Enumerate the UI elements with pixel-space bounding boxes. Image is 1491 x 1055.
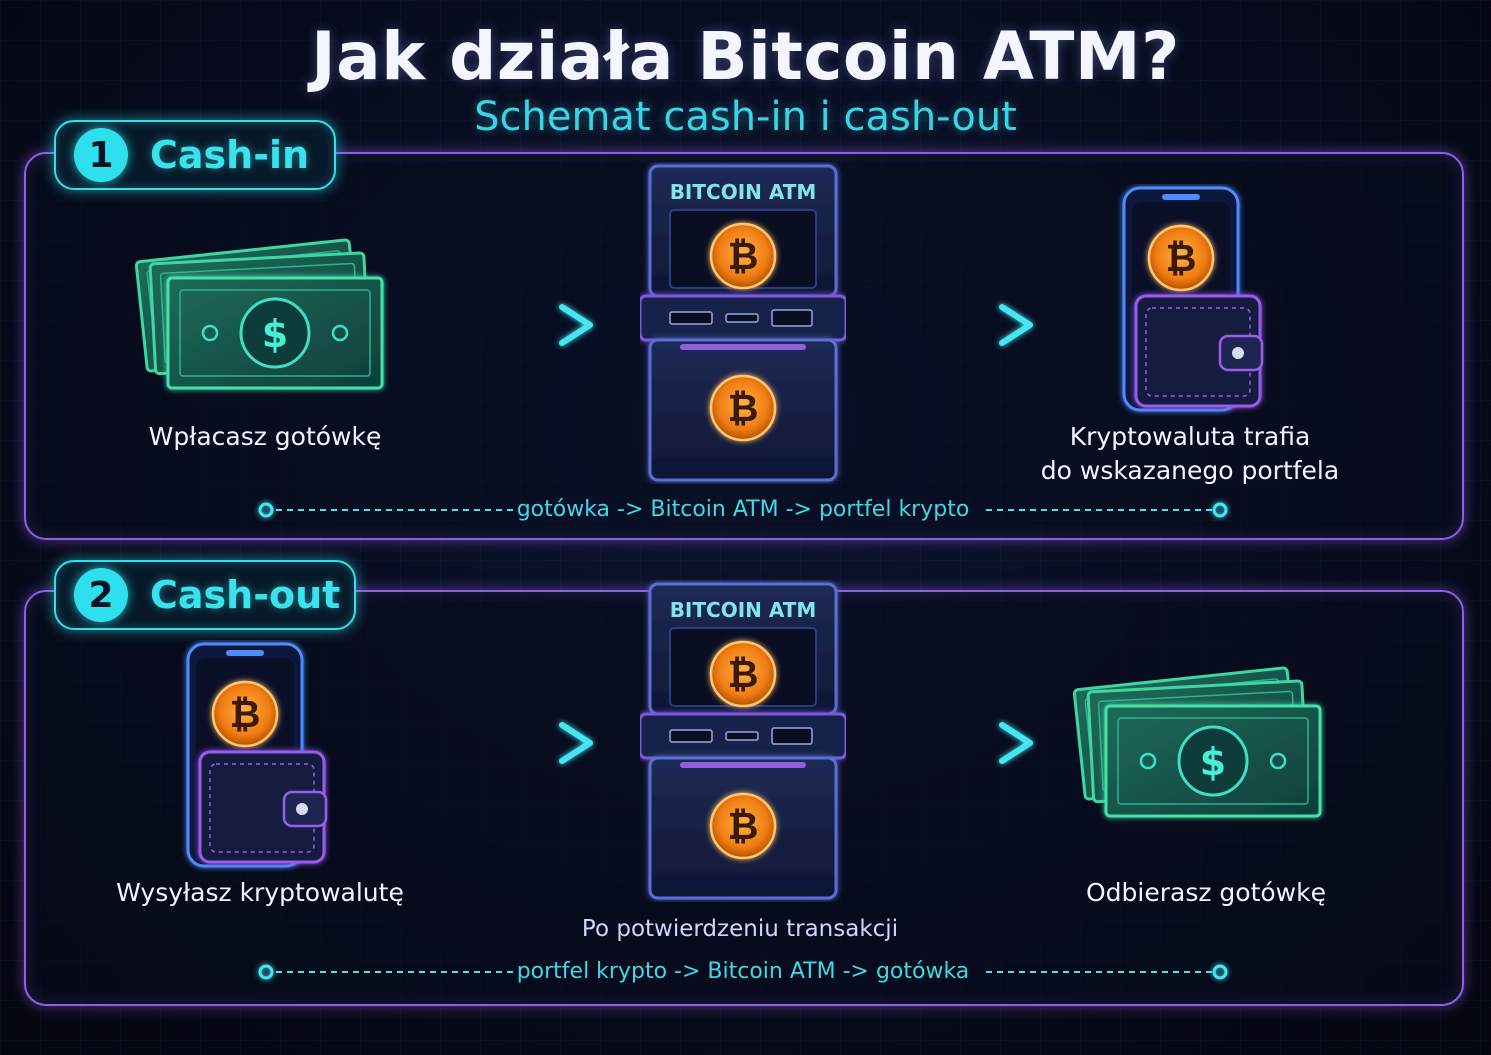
flow-label: gotówka -> Bitcoin ATM -> portfel krypto <box>516 497 970 522</box>
arrow-right-icon <box>880 300 1040 350</box>
page-subtitle: Schemat cash-in i cash-out <box>474 94 1017 140</box>
step-number-badge: 1 <box>74 128 128 182</box>
cash-stack-icon <box>1072 666 1336 830</box>
caption-line: do wskazanego portfela <box>1040 456 1340 485</box>
bitcoin-atm-icon: BITCOIN ATM <box>640 164 846 482</box>
flow-line <box>258 964 1228 980</box>
atm-label: BITCOIN ATM <box>670 180 817 204</box>
atm-label: BITCOIN ATM <box>670 598 817 622</box>
cash-in-step1-caption: Wpłacasz gotówkę <box>148 422 382 451</box>
cash-out-label: Cash-out <box>150 573 341 617</box>
arrow-right-icon <box>440 300 600 350</box>
page-title: Jak działa Bitcoin ATM? <box>311 18 1180 95</box>
cash-out-flow-text: portfel krypto -> Bitcoin ATM -> gotówka <box>260 957 1226 987</box>
cash-in-label: Cash-in <box>150 133 310 177</box>
phone-wallet-icon <box>1122 186 1264 412</box>
cash-out-step2-caption: Po potwierdzeniu transakcji <box>581 916 899 942</box>
flow-line <box>258 502 1228 518</box>
cash-in-badge: 1 Cash-in <box>54 120 336 190</box>
caption-line: Kryptowaluta trafia <box>1069 422 1311 451</box>
cash-in-step3-caption: Kryptowaluta trafia do wskazanego portfe… <box>1020 420 1360 488</box>
arrow-right-icon <box>440 718 600 768</box>
cash-stack-icon <box>134 238 398 402</box>
cash-in-flow-text: gotówka -> Bitcoin ATM -> portfel krypto <box>260 495 1226 525</box>
phone-wallet-icon <box>186 642 328 868</box>
cash-out-flow: portfel krypto -> Bitcoin ATM -> gotówka <box>260 957 1226 987</box>
cash-out-step1-caption: Wysyłasz kryptowalutę <box>116 878 404 907</box>
flow-label: portfel krypto -> Bitcoin ATM -> gotówka <box>516 959 970 984</box>
bitcoin-atm-icon: BITCOIN ATM <box>640 582 846 900</box>
cash-out-step3-caption: Odbierasz gotówkę <box>1085 878 1326 907</box>
cash-out-badge: 2 Cash-out <box>54 560 356 630</box>
cash-in-flow: gotówka -> Bitcoin ATM -> portfel krypto <box>260 495 1226 525</box>
arrow-right-icon <box>880 718 1040 768</box>
step-number-badge: 2 <box>74 568 128 622</box>
